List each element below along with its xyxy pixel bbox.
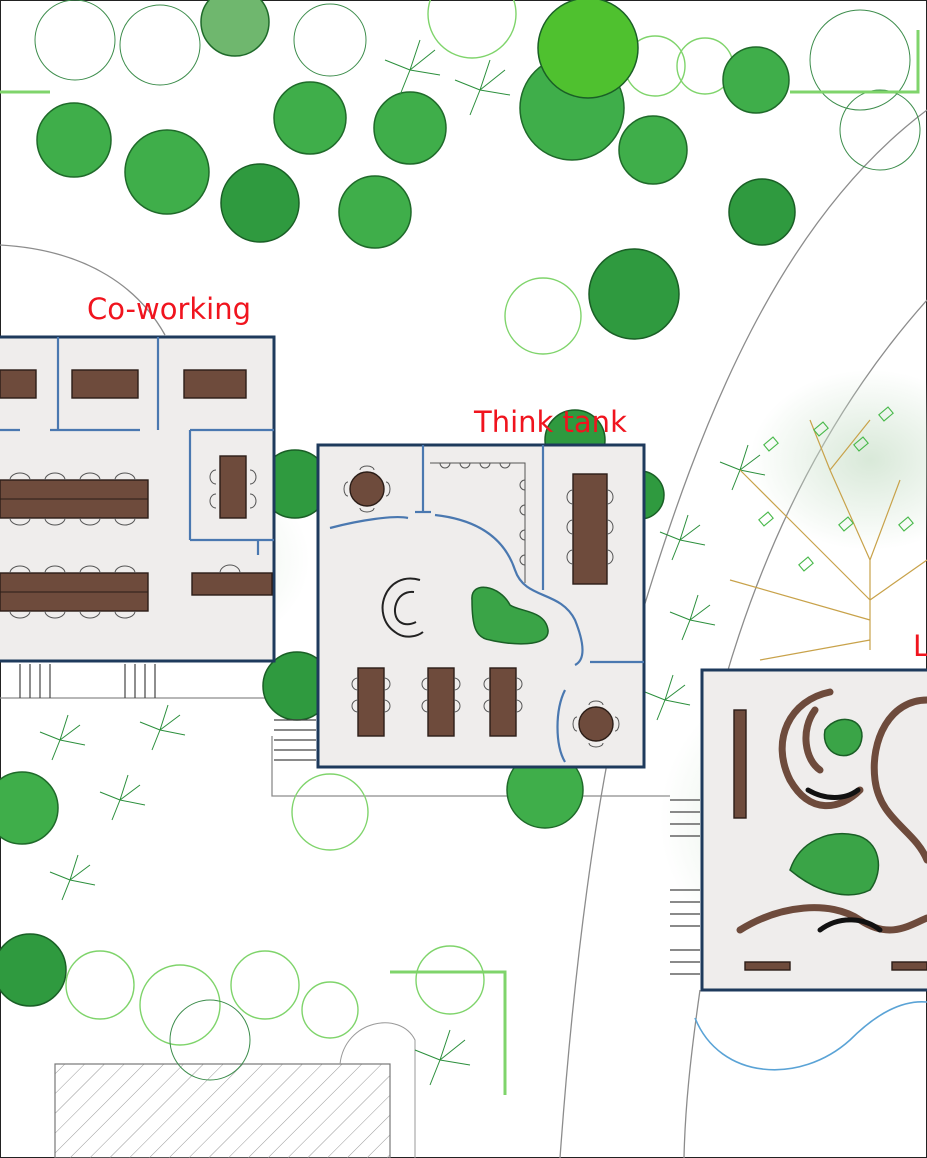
hatched-building <box>54 1022 416 1158</box>
trees <box>0 0 796 1007</box>
coworking-building <box>0 335 276 698</box>
think-tank-building <box>274 443 646 769</box>
pond-edge <box>694 1000 927 1071</box>
coworking-label: Co-working <box>87 292 251 326</box>
lounge-building <box>670 668 927 992</box>
shrubs <box>39 39 766 1086</box>
tree-outlines <box>0 0 921 1095</box>
large-tree-branches <box>729 406 927 661</box>
think-tank-label: Think tank <box>473 405 627 439</box>
lounge-label-partial: L <box>913 629 927 663</box>
